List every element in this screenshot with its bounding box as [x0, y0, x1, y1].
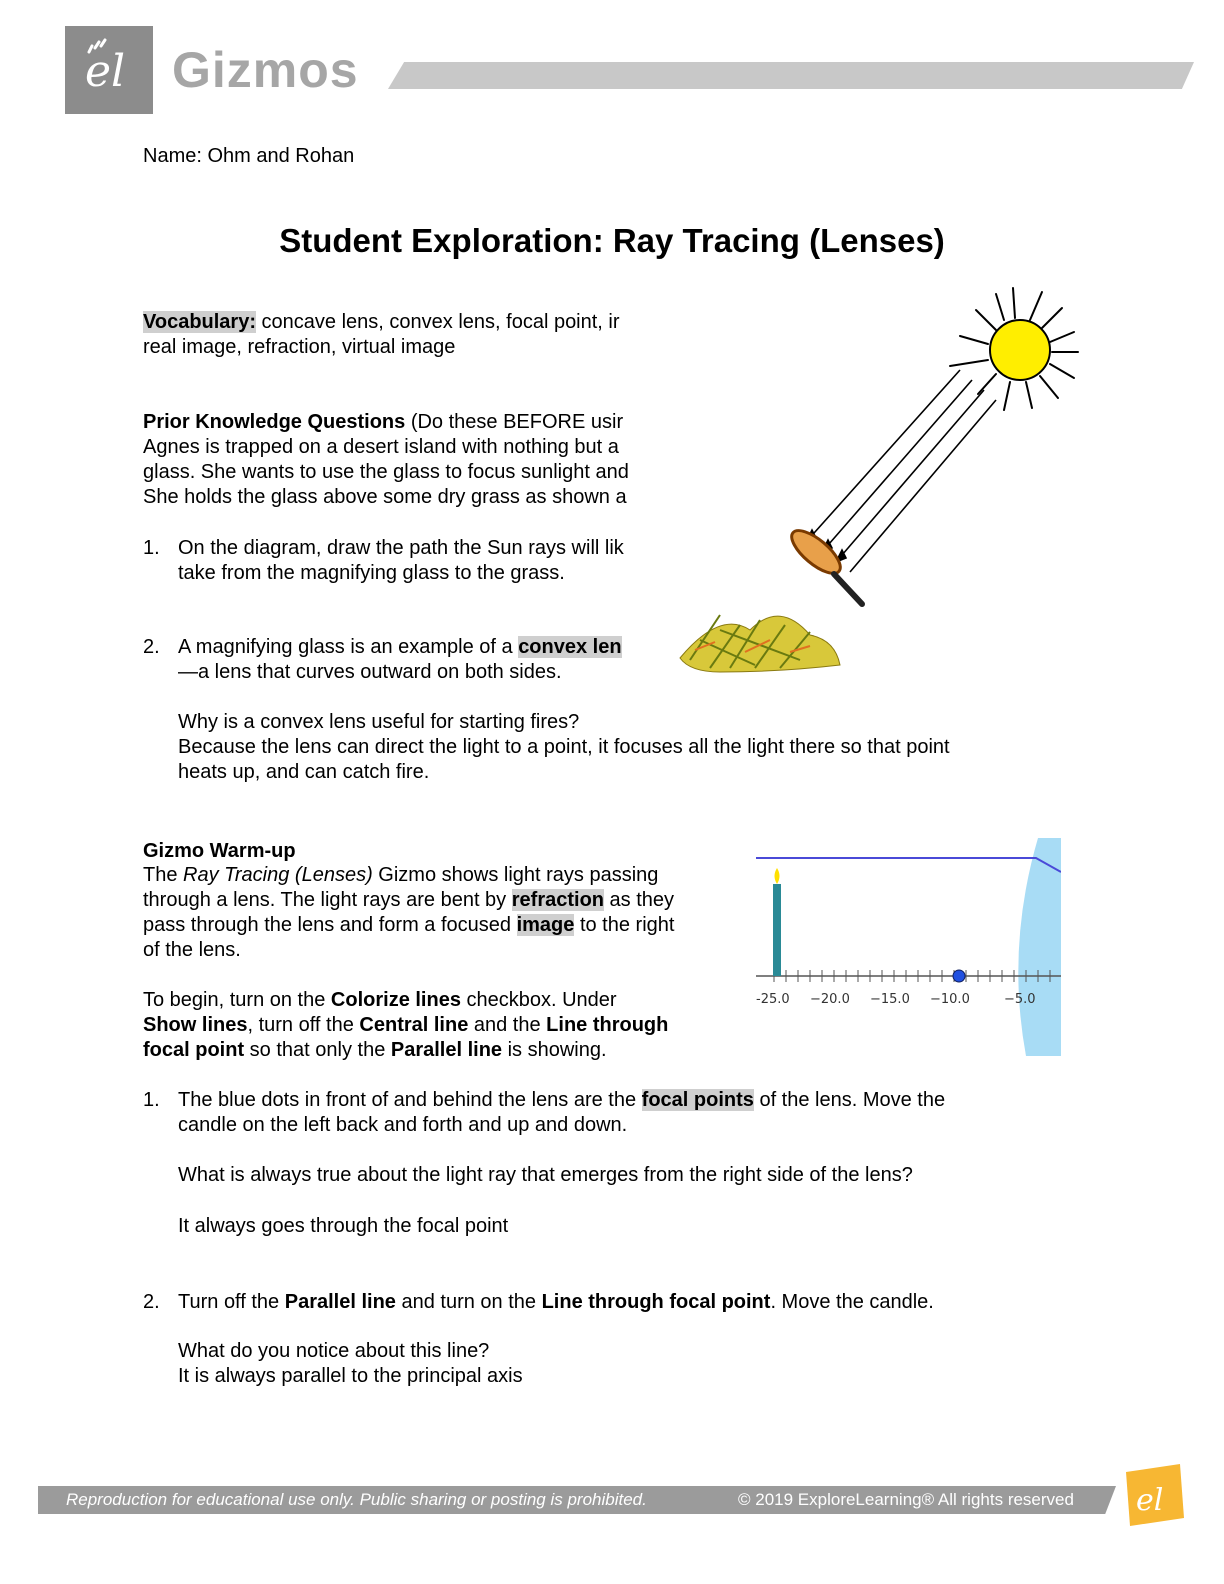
- svg-text:el: el: [85, 46, 125, 97]
- prior-q1-line1: On the diagram, draw the path the Sun ra…: [178, 537, 624, 559]
- warmup-q1-line1: The blue dots in front of and behind the…: [178, 1089, 946, 1111]
- term-focal-points: focal points: [641, 1089, 754, 1111]
- warmup-q2-question: What do you notice about this line?: [178, 1340, 490, 1362]
- tick-label: −5.0: [1004, 992, 1036, 1007]
- tick-label: −20.0: [810, 992, 850, 1007]
- prior-q2-answer-line2: heats up, and can catch fire.: [178, 761, 430, 783]
- warmup-begin-line2: Show lines, turn off the Central line an…: [143, 1014, 669, 1036]
- warmup-q1-number: 1.: [143, 1089, 160, 1111]
- prior-q1-line2: take from the magnifying glass to the gr…: [178, 562, 565, 584]
- vocabulary-line1: Vocabulary: concave lens, convex lens, f…: [143, 311, 620, 333]
- sun-rays: [804, 369, 997, 573]
- dry-grass-icon: [679, 614, 841, 673]
- tick-label: −10.0: [930, 992, 970, 1007]
- term-refraction: refraction: [511, 889, 604, 911]
- tick-label: −15.0: [870, 992, 910, 1007]
- sun-magnifier-illustration: [679, 287, 1079, 673]
- warmup-p-line2: through a lens. The light rays are bent …: [143, 889, 675, 911]
- vocabulary-line2: real image, refraction, virtual image: [143, 336, 456, 358]
- svg-text:el: el: [1136, 1483, 1163, 1518]
- magnifying-glass-icon: [790, 529, 865, 607]
- warmup-begin-line1: To begin, turn on the Colorize lines che…: [143, 989, 617, 1011]
- prior-q2-answer-line1: Because the lens can direct the light to…: [178, 736, 950, 758]
- footer-disclaimer: Reproduction for educational use only. P…: [66, 1490, 647, 1509]
- warmup-q1-question: What is always true about the light ray …: [178, 1164, 913, 1186]
- prior-text-line3: She holds the glass above some dry grass…: [143, 486, 627, 508]
- term-image: image: [516, 914, 575, 936]
- warmup-begin-line3: focal point so that only the Parallel li…: [143, 1039, 607, 1061]
- tick-label: -25.0: [756, 992, 790, 1007]
- header-bar: [388, 62, 1194, 89]
- prior-q2-question: Why is a convex lens useful for starting…: [178, 711, 580, 733]
- footer-bar: [38, 1486, 1116, 1514]
- prior-q2-line2: —a lens that curves outward on both side…: [178, 661, 562, 683]
- prior-text-line2: glass. She wants to use the glass to foc…: [143, 461, 629, 483]
- prior-text-line1: Agnes is trapped on a desert island with…: [143, 436, 619, 458]
- el-logo-icon: el: [85, 38, 125, 97]
- lens-shape: [1018, 838, 1061, 1056]
- footer-copyright: © 2019 ExploreLearning® All rights reser…: [738, 1490, 1074, 1509]
- prior-heading: Prior Knowledge Questions (Do these BEFO…: [143, 411, 624, 433]
- student-name: Name: Ohm and Rohan: [143, 145, 355, 167]
- gizmo-screenshot: -25.0 −20.0 −15.0 −10.0 −5.0: [756, 838, 1061, 1056]
- warmup-q2-number: 2.: [143, 1291, 160, 1313]
- warmup-q2-answer: It is always parallel to the principal a…: [178, 1365, 523, 1387]
- warmup-p-line4: of the lens.: [143, 939, 241, 961]
- prior-q1-number: 1.: [143, 537, 160, 559]
- prior-q2-line1: A magnifying glass is an example of a co…: [178, 636, 622, 658]
- warmup-q2-line1: Turn off the Parallel line and turn on t…: [178, 1291, 934, 1313]
- warmup-p-line1: The Ray Tracing (Lenses) Gizmo shows lig…: [143, 864, 659, 886]
- warmup-p-line3: pass through the lens and form a focused…: [143, 914, 675, 936]
- warmup-q1-answer: It always goes through the focal point: [178, 1215, 509, 1237]
- candle-icon: [773, 868, 781, 976]
- focal-point-dot[interactable]: [952, 969, 966, 983]
- sun-icon: [949, 287, 1079, 411]
- explorelearning-logo-icon: el: [1126, 1464, 1184, 1526]
- term-convex-lens: convex len: [518, 636, 622, 658]
- warmup-heading: Gizmo Warm-up: [143, 840, 296, 862]
- brand-logo: el: [65, 26, 153, 114]
- vocabulary-label: Vocabulary:: [143, 311, 256, 333]
- prior-q2-number: 2.: [143, 636, 160, 658]
- brand-name: Gizmos: [172, 42, 359, 98]
- warmup-q1-line2: candle on the left back and forth and up…: [178, 1114, 628, 1136]
- page-title: Student Exploration: Ray Tracing (Lenses…: [279, 222, 945, 259]
- parallel-ray: [756, 857, 1061, 873]
